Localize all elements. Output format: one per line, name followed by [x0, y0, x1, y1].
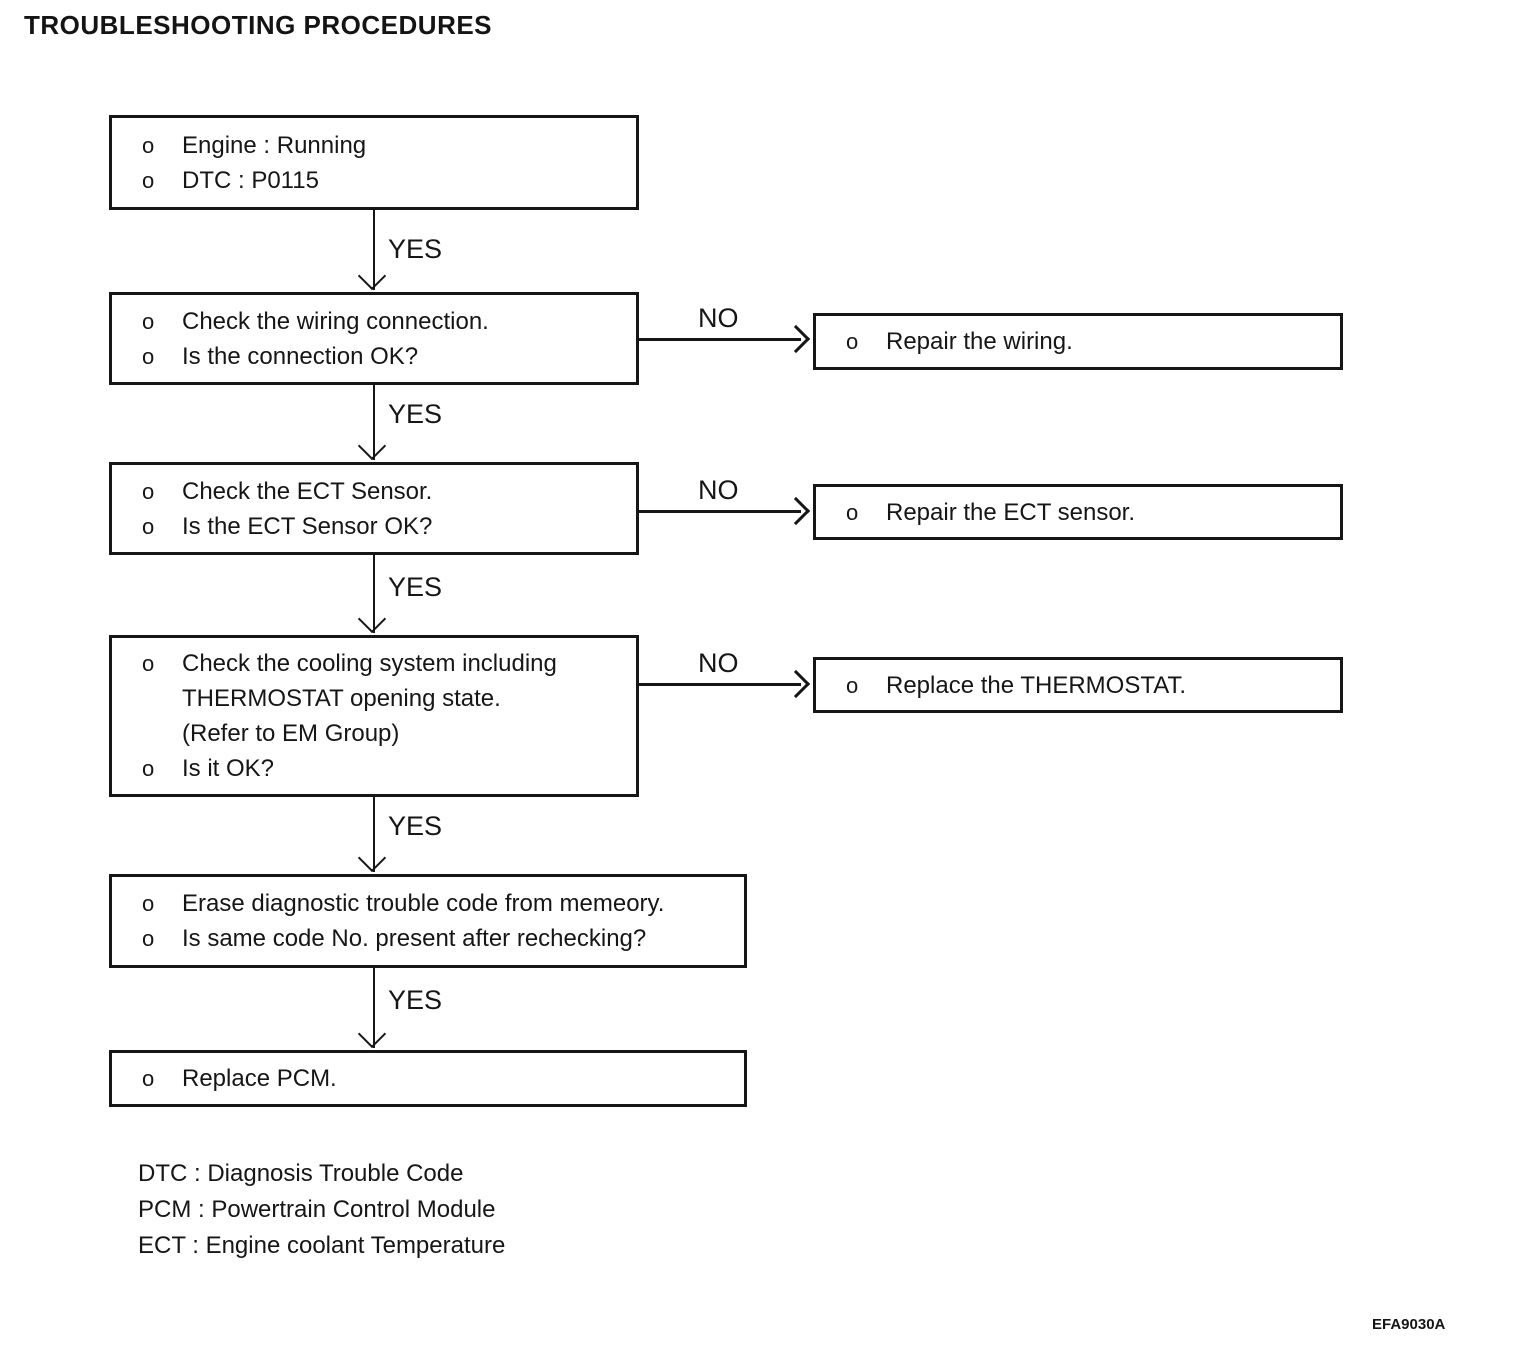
legend-line-pcm: PCM : Powertrain Control Module [138, 1196, 496, 1223]
step-line: o Engine : Running [142, 128, 626, 163]
step-line: (Refer to EM Group) [142, 716, 626, 751]
step-text: Repair the wiring. [886, 328, 1073, 355]
step-text: Is same code No. present after recheckin… [182, 925, 647, 952]
edge-label-yes-3: YES [388, 572, 443, 602]
flow-step-erase-dtc: o Erase diagnostic trouble code from mem… [109, 874, 747, 968]
arrow-right-icon [781, 669, 811, 699]
step-line: o Replace the THERMOSTAT. [846, 668, 1330, 703]
step-text: Replace the THERMOSTAT. [886, 671, 1187, 699]
connector-no-3 [639, 683, 801, 686]
step-line: o DTC : P0115 [142, 163, 626, 198]
flow-remedy-repair-ect-sensor: o Repair the ECT sensor. [813, 484, 1343, 540]
bullet-marker: o [142, 926, 155, 951]
abbreviation-legend: DTC : Diagnosis Trouble Code PCM : Power… [138, 1156, 505, 1264]
flow-remedy-replace-thermostat: o Replace the THERMOSTAT. [813, 657, 1343, 713]
edge-label-no-1: NO [698, 303, 739, 333]
arrow-down-icon [357, 261, 387, 291]
connector-yes-1 [373, 210, 375, 290]
edge-label-no-3: NO [698, 648, 739, 678]
bullet-marker: o [142, 132, 155, 158]
step-text: Repair the ECT sensor. [886, 498, 1136, 526]
edge-label-yes-1: YES [388, 234, 443, 264]
flow-step-check-wiring: o Check the wiring connection. o Is the … [109, 292, 639, 385]
page-title: TROUBLESHOOTING PROCEDURES [24, 10, 493, 40]
flow-step-start: o Engine : Running o DTC : P0115 [109, 115, 639, 210]
step-line: o Check the ECT Sensor. [142, 474, 626, 509]
step-text: Replace PCM. [182, 1065, 337, 1092]
bullet-marker: o [846, 672, 859, 698]
edge-label-yes-2: YES [388, 399, 443, 429]
flow-step-check-ect-sensor: o Check the ECT Sensor. o Is the ECT Sen… [109, 462, 639, 555]
step-text: Check the wiring connection. [182, 307, 489, 335]
step-line: THERMOSTAT opening state. [142, 681, 626, 716]
bullet-marker: o [142, 756, 155, 781]
step-line: o Erase diagnostic trouble code from mem… [142, 886, 734, 921]
bullet-marker: o [142, 891, 155, 916]
bullet-marker: o [142, 478, 155, 504]
arrow-down-icon [357, 604, 387, 634]
arrow-down-icon [357, 843, 387, 873]
bullet-marker: o [142, 308, 155, 334]
step-line: o Replace PCM. [142, 1061, 734, 1096]
connector-yes-2 [373, 385, 375, 460]
step-text: Engine : Running [182, 131, 367, 159]
step-text: (Refer to EM Group) [182, 720, 400, 747]
step-text: Check the ECT Sensor. [182, 477, 433, 505]
bullet-marker: o [142, 167, 155, 193]
edge-label-yes-5: YES [388, 985, 443, 1015]
step-text: Is the ECT Sensor OK? [182, 512, 433, 540]
step-text: DTC : P0115 [182, 166, 319, 194]
bullet-marker: o [142, 651, 155, 676]
step-line: o Is the ECT Sensor OK? [142, 509, 626, 544]
arrow-right-icon [781, 496, 811, 526]
step-text: Check the cooling system including [182, 650, 557, 677]
bullet-marker: o [142, 513, 155, 539]
flow-step-replace-pcm: o Replace PCM. [109, 1050, 747, 1107]
connector-yes-3 [373, 555, 375, 633]
connector-no-1 [639, 338, 801, 341]
step-line: o Repair the ECT sensor. [846, 495, 1330, 530]
step-line: o Check the cooling system including [142, 646, 626, 681]
step-text: Is it OK? [182, 755, 275, 782]
figure-code: EFA9030A [1372, 1316, 1446, 1333]
bullet-marker: o [142, 343, 155, 369]
legend-line-ect: ECT : Engine coolant Temperature [138, 1232, 506, 1259]
step-line: o Check the wiring connection. [142, 304, 626, 339]
bullet-marker: o [846, 329, 859, 354]
edge-label-yes-4: YES [388, 811, 443, 841]
step-line: o Repair the wiring. [846, 324, 1330, 359]
bullet-marker: o [142, 1066, 155, 1091]
connector-yes-5 [373, 968, 375, 1048]
arrow-down-icon [357, 431, 387, 461]
step-text: THERMOSTAT opening state. [182, 685, 501, 712]
step-line: o Is it OK? [142, 751, 626, 786]
edge-label-no-2: NO [698, 475, 739, 505]
flow-remedy-repair-wiring: o Repair the wiring. [813, 313, 1343, 370]
arrow-down-icon [357, 1019, 387, 1049]
step-line: o Is the connection OK? [142, 339, 626, 374]
connector-no-2 [639, 510, 801, 513]
legend-line-dtc: DTC : Diagnosis Trouble Code [138, 1160, 464, 1187]
arrow-right-icon [781, 324, 811, 354]
flow-step-check-cooling-system: o Check the cooling system including THE… [109, 635, 639, 797]
step-line: o Is same code No. present after recheck… [142, 921, 734, 956]
step-text: Is the connection OK? [182, 342, 419, 370]
bullet-marker: o [846, 499, 859, 525]
step-text: Erase diagnostic trouble code from memeo… [182, 890, 665, 917]
connector-yes-4 [373, 797, 375, 872]
